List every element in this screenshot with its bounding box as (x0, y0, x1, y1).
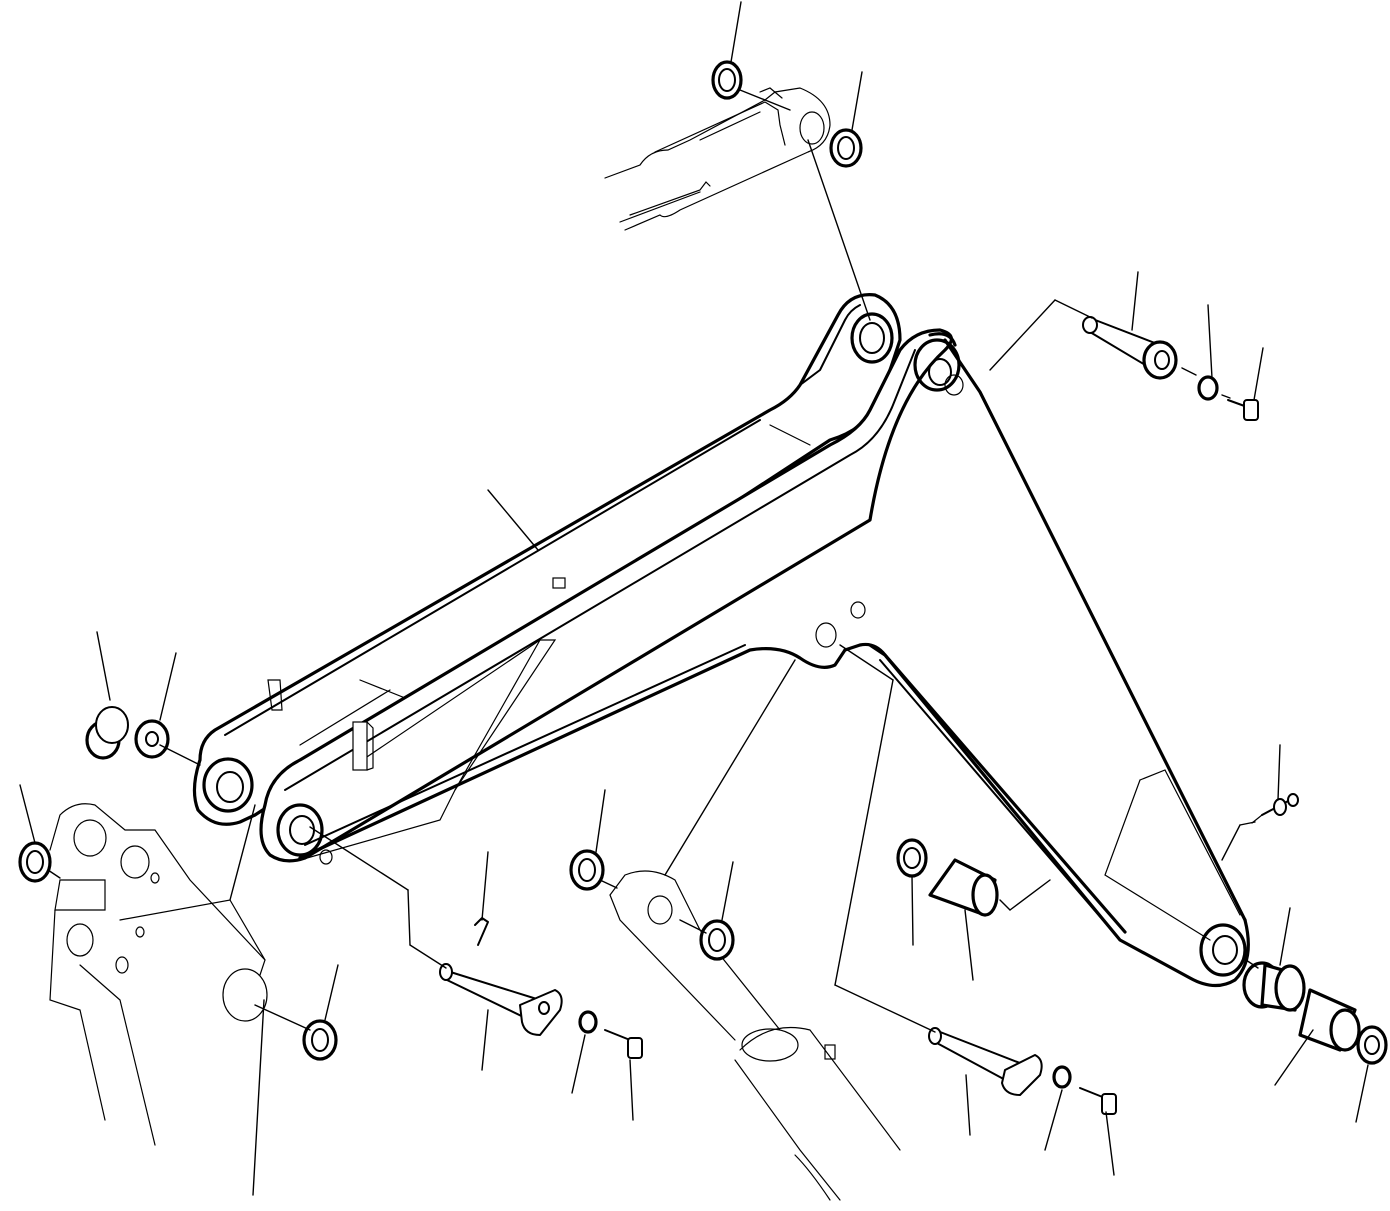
top-washer-left (711, 60, 743, 100)
leader-lines (19, 1, 1369, 1196)
center-washers (569, 849, 735, 961)
link-arm (298, 332, 1250, 988)
lower-pin-assembly-right (928, 1027, 1117, 1115)
grease-fitting (1251, 793, 1299, 824)
far-left-washer (18, 841, 52, 883)
top-washer-right (829, 128, 863, 168)
main-arm (192, 293, 902, 826)
upper-hydraulic-cylinder (604, 87, 831, 231)
left-nut-and-washer (85, 706, 170, 760)
lower-pin-assembly-left (439, 917, 643, 1059)
upper-pin-assembly (1082, 316, 1259, 421)
lower-hydraulic-cylinder (609, 870, 901, 1201)
lower-left-washer (302, 1019, 338, 1061)
boom-bracket (49, 803, 268, 1146)
right-bushings (896, 838, 1388, 1065)
